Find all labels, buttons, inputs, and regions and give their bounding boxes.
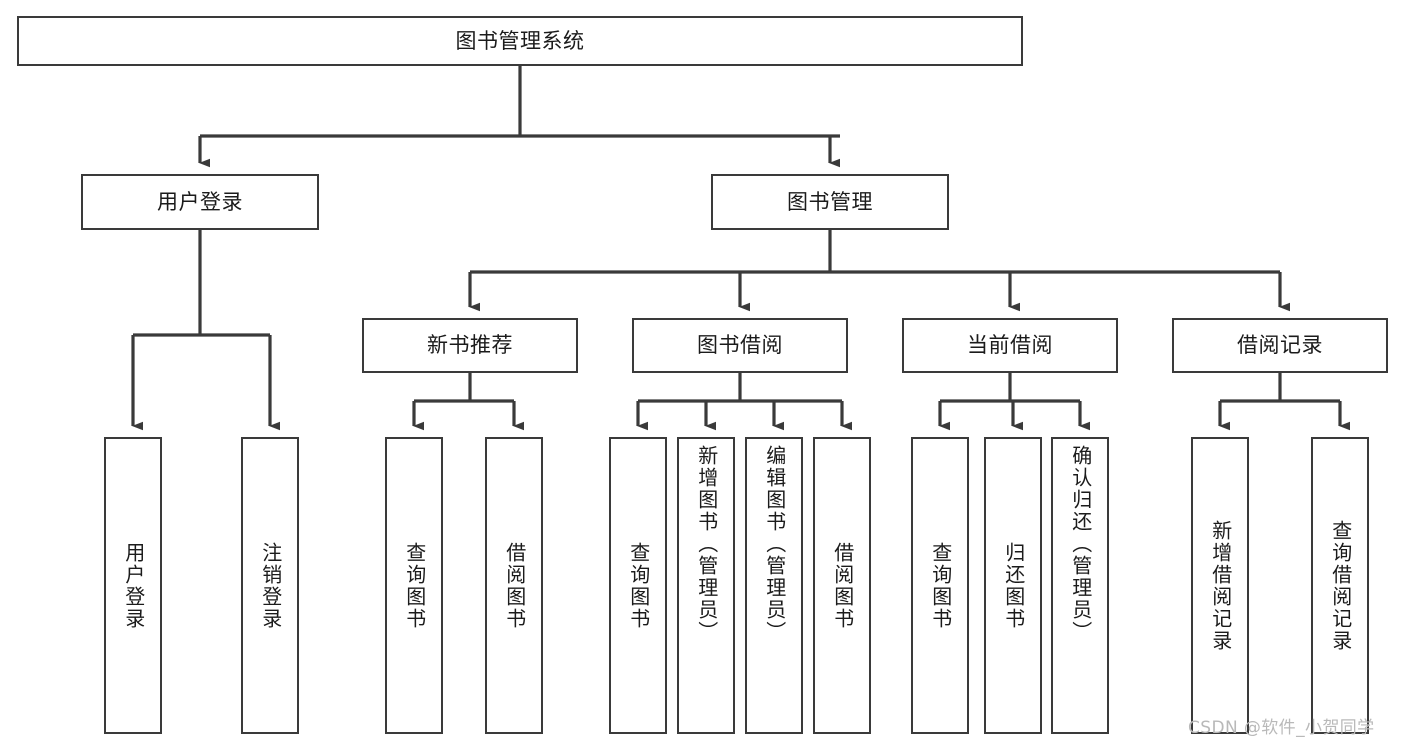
node-book-management[interactable]: 图书管理: [711, 174, 949, 230]
leaf-borrow-add-book[interactable]: 新增图书（管理员）: [677, 437, 735, 734]
leaf-new-query-book[interactable]: 查询图书: [385, 437, 443, 734]
node-user-login[interactable]: 用户登录: [81, 174, 319, 230]
leaf-borrow-edit-book-label: 编辑图书（管理员）: [762, 445, 787, 643]
node-book-borrow-label: 图书借阅: [697, 333, 783, 358]
leaf-current-return-book[interactable]: 归还图书: [984, 437, 1042, 734]
leaf-record-add[interactable]: 新增借阅记录: [1191, 437, 1249, 734]
leaf-borrow-borrow-book[interactable]: 借阅图书: [813, 437, 871, 734]
leaf-new-borrow-book-label: 借阅图书: [502, 541, 527, 630]
node-user-login-label: 用户登录: [157, 189, 243, 214]
leaf-new-borrow-book[interactable]: 借阅图书: [485, 437, 543, 734]
node-new-book-recommend-label: 新书推荐: [427, 333, 513, 358]
node-current-borrow[interactable]: 当前借阅: [902, 318, 1118, 373]
leaf-current-query-book[interactable]: 查询图书: [911, 437, 969, 734]
leaf-user-login-label: 用户登录: [121, 541, 146, 630]
leaf-record-query-label: 查询借阅记录: [1328, 519, 1353, 652]
leaf-new-query-book-label: 查询图书: [402, 541, 427, 630]
leaf-borrow-borrow-book-label: 借阅图书: [830, 541, 855, 630]
node-borrow-record[interactable]: 借阅记录: [1172, 318, 1388, 373]
node-new-book-recommend[interactable]: 新书推荐: [362, 318, 578, 373]
leaf-logout-login-label: 注销登录: [258, 541, 283, 630]
leaf-record-add-label: 新增借阅记录: [1208, 519, 1233, 652]
leaf-user-login[interactable]: 用户登录: [104, 437, 162, 734]
node-borrow-record-label: 借阅记录: [1237, 333, 1323, 358]
leaf-borrow-add-book-label: 新增图书（管理员）: [694, 445, 719, 643]
leaf-current-confirm-return-label: 确认归还（管理员）: [1068, 445, 1093, 643]
node-current-borrow-label: 当前借阅: [967, 333, 1053, 358]
leaf-record-query[interactable]: 查询借阅记录: [1311, 437, 1369, 734]
leaf-current-confirm-return[interactable]: 确认归还（管理员）: [1051, 437, 1109, 734]
leaf-logout-login[interactable]: 注销登录: [241, 437, 299, 734]
node-root-label: 图书管理系统: [455, 28, 585, 53]
leaf-current-query-book-label: 查询图书: [928, 541, 953, 630]
node-book-borrow[interactable]: 图书借阅: [632, 318, 848, 373]
node-book-management-label: 图书管理: [787, 189, 873, 214]
leaf-borrow-edit-book[interactable]: 编辑图书（管理员）: [745, 437, 803, 734]
leaf-current-return-book-label: 归还图书: [1001, 541, 1026, 630]
leaf-borrow-query-book[interactable]: 查询图书: [609, 437, 667, 734]
node-root[interactable]: 图书管理系统: [17, 16, 1023, 66]
leaf-borrow-query-book-label: 查询图书: [626, 541, 651, 630]
